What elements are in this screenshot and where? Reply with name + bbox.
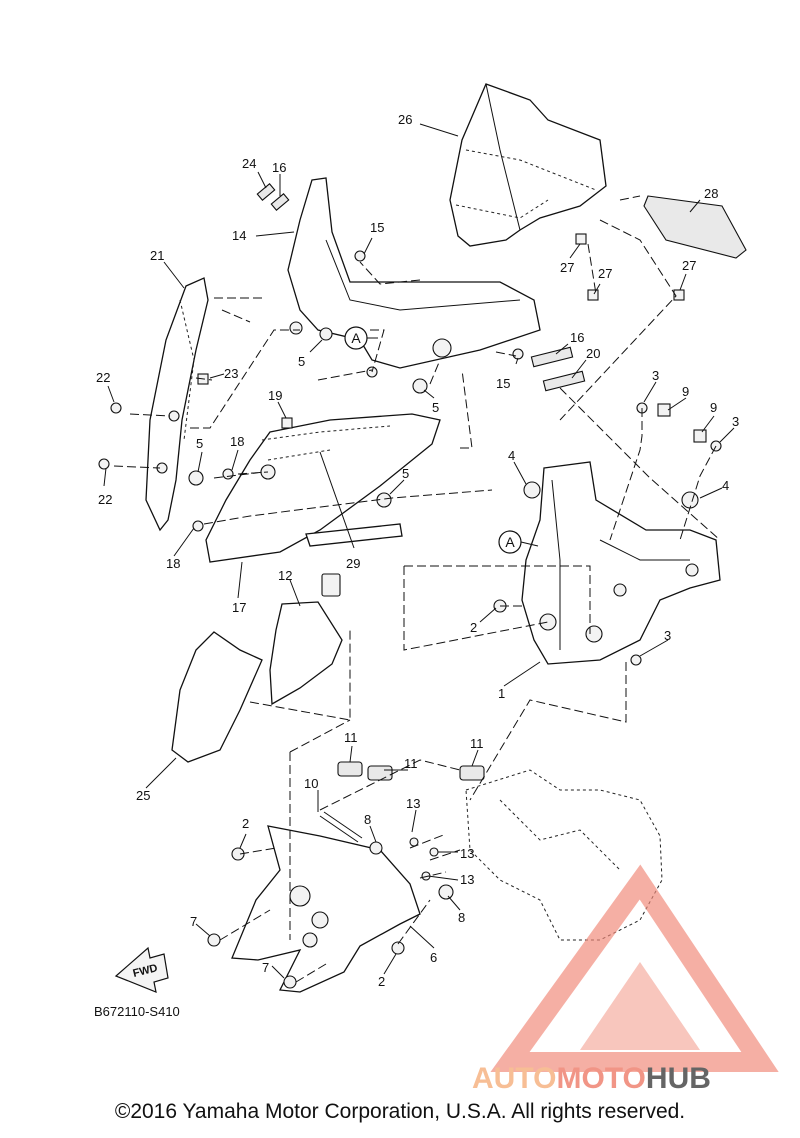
watermark-brand-moto: MOTO <box>556 1062 645 1095</box>
callout-label: 20 <box>586 346 600 361</box>
callout-label: 3 <box>664 628 671 643</box>
side-panel-part <box>145 277 209 532</box>
watermark-triangle-inner <box>580 962 700 1050</box>
reference-marker-lower: A <box>498 530 539 554</box>
callout-label: 8 <box>364 812 371 827</box>
callout-label: 9 <box>682 384 689 399</box>
callout-label: 11 <box>344 730 358 745</box>
callout-label: 3 <box>652 368 659 383</box>
reference-marker-label: A <box>505 534 515 550</box>
diagram-code: B672110-S410 <box>94 1004 180 1019</box>
callout-label: 13 <box>460 872 474 887</box>
callout-label: 5 <box>402 466 409 481</box>
callout-label: 16 <box>272 160 286 175</box>
callout-label: 7 <box>262 960 269 975</box>
callout-label: 9 <box>710 400 717 415</box>
callout-label: 3 <box>732 414 739 429</box>
callout-label: 4 <box>722 478 729 493</box>
reference-marker-label: A <box>351 330 361 346</box>
main-stay-bracket-part <box>521 461 721 665</box>
side-cowl-part <box>205 413 441 563</box>
copyright-footer: ©2016 Yamaha Motor Corporation, U.S.A. A… <box>114 1100 686 1123</box>
callout-label: 28 <box>704 186 718 201</box>
callout-label: 23 <box>224 366 238 381</box>
fwd-label: FWD <box>132 962 159 980</box>
callout-label: 2 <box>378 974 385 989</box>
callout-label: 4 <box>508 448 515 463</box>
callout-label: 19 <box>268 388 282 403</box>
assembly-lines <box>113 195 721 983</box>
callout-label: 12 <box>278 568 292 583</box>
callout-label: 27 <box>598 266 612 281</box>
callout-label: 18 <box>166 556 180 571</box>
callout-label: 21 <box>150 248 164 263</box>
callout-label: 25 <box>136 788 150 803</box>
callout-label: 15 <box>496 376 510 391</box>
watermark-brand-hub: HUB <box>646 1062 711 1095</box>
callout-label: 5 <box>196 436 203 451</box>
callout-label: 29 <box>346 556 360 571</box>
callout-label: 2 <box>470 620 477 635</box>
watermark-triangle-outer <box>490 864 779 1072</box>
reference-marker-upper: A <box>344 326 378 350</box>
fwd-arrow-indicator: FWD <box>114 946 169 993</box>
part-callouts: 26 28 24 16 14 15 21 27 27 27 5 16 20 15… <box>96 112 739 989</box>
callout-label: 1 <box>498 686 505 701</box>
callout-label: 13 <box>460 846 474 861</box>
callout-label: 2 <box>242 816 249 831</box>
callout-label: 10 <box>304 776 318 791</box>
windshield-part <box>449 83 607 247</box>
watermark-logo: AUTOMOTOHUB <box>472 864 779 1095</box>
callout-label: 22 <box>98 492 112 507</box>
callout-label: 11 <box>404 756 418 771</box>
callout-label: 6 <box>430 950 437 965</box>
watermark-brand-auto: AUTO <box>472 1062 556 1095</box>
callout-label: 8 <box>458 910 465 925</box>
callout-label: 22 <box>96 370 110 385</box>
callout-label: 5 <box>432 400 439 415</box>
lower-cover-part <box>171 631 263 763</box>
frame-ghost-part <box>465 769 663 941</box>
decal-part <box>305 523 403 547</box>
watermark-brand: AUTOMOTOHUB <box>472 1062 711 1095</box>
callout-label: 5 <box>298 354 305 369</box>
callout-label: 11 <box>470 736 484 751</box>
callout-label: 27 <box>560 260 574 275</box>
callout-label: 14 <box>232 228 246 243</box>
callout-label: 15 <box>370 220 384 235</box>
callout-label: 26 <box>398 112 412 127</box>
callout-label: 18 <box>230 434 244 449</box>
callout-label: 24 <box>242 156 256 171</box>
callout-label: 13 <box>406 796 420 811</box>
callout-label: 16 <box>570 330 584 345</box>
callout-label: 17 <box>232 600 246 615</box>
headlight-part <box>269 573 343 706</box>
callout-label: 7 <box>190 914 197 929</box>
leader-lines <box>103 123 735 979</box>
callout-label: 27 <box>682 258 696 273</box>
panel-strip-part <box>643 195 747 259</box>
